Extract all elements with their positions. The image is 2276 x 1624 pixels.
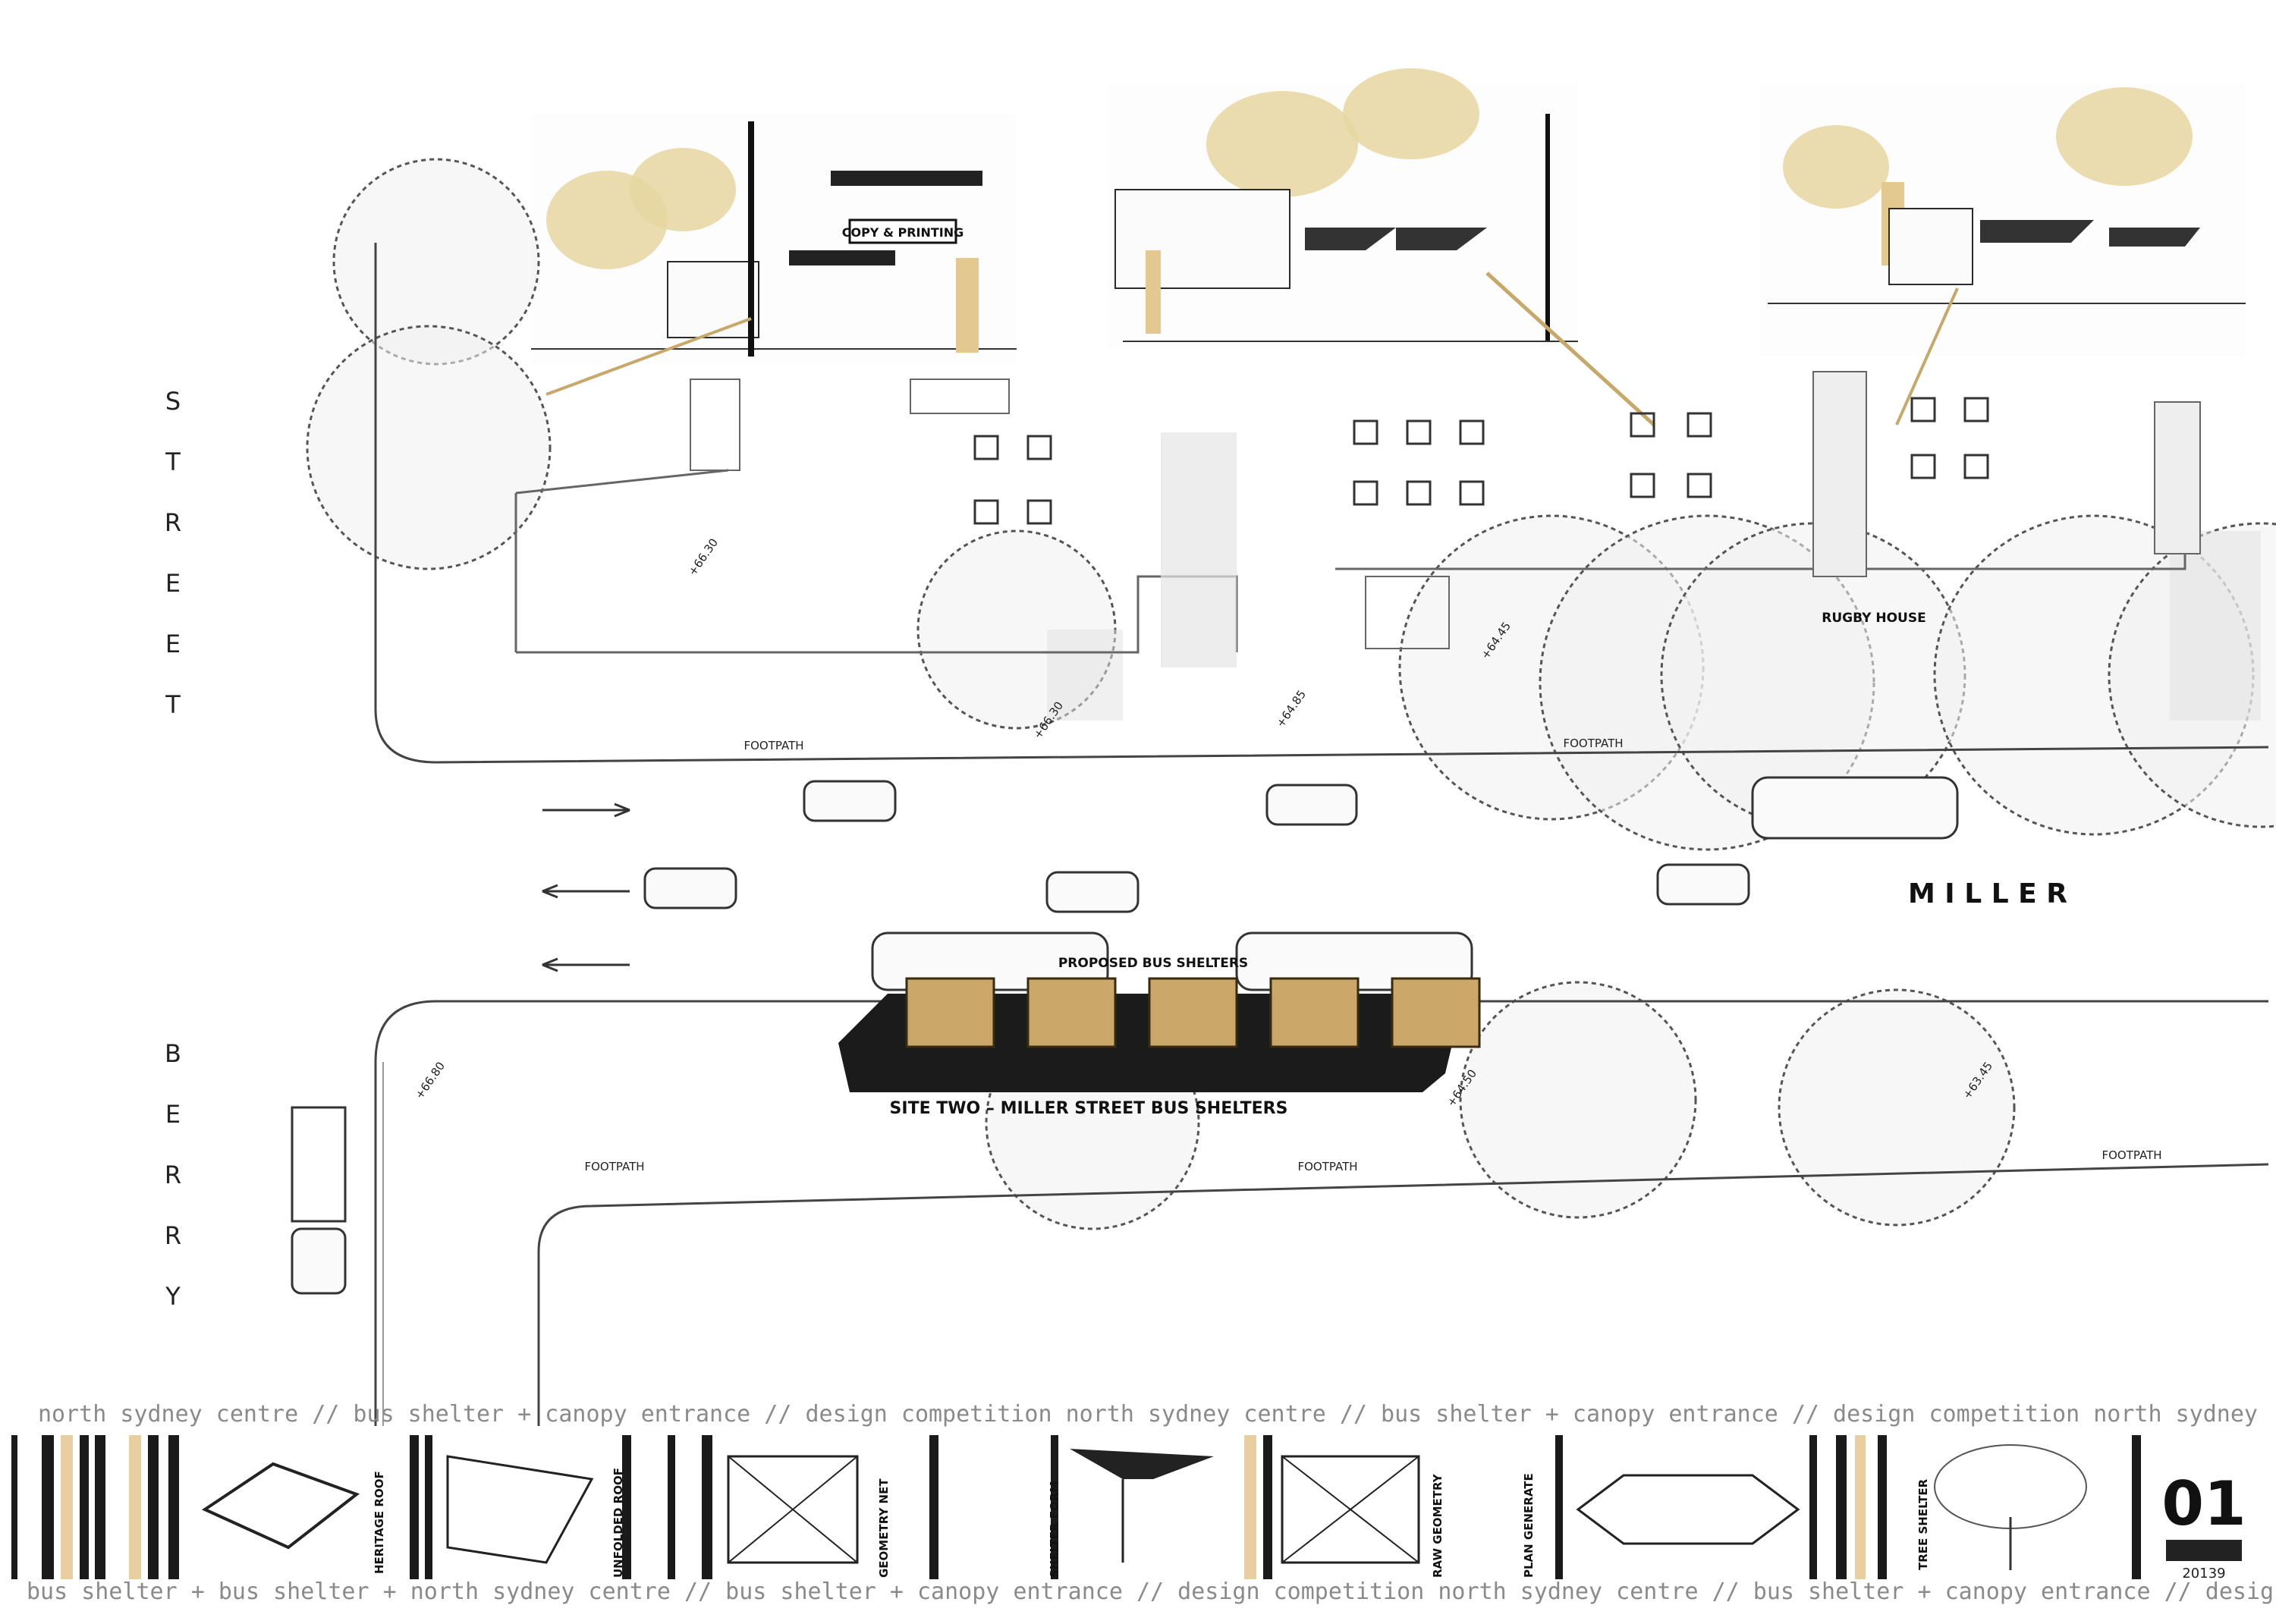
street-letter: T (165, 448, 181, 476)
road-edges (374, 243, 2269, 1426)
vehicles (291, 776, 1959, 1295)
sheet-number: 01 (2161, 1469, 2246, 1539)
street-letter: R (165, 1161, 181, 1189)
sheet-code: 20139 (2182, 1566, 2225, 1582)
shop-sign: COPY & PRINTING (842, 225, 964, 240)
street-name-miller: M I L L E R (1908, 878, 2067, 909)
sketch-miller-south (1760, 83, 2246, 426)
concept-label: UNFOLDED ROOF (611, 1468, 625, 1578)
banner-top-text: north sydney centre // bus shelter + can… (38, 1401, 2258, 1428)
spot-level: +66.80 (413, 1059, 448, 1101)
concept-label: GEOMETRY NET (877, 1478, 891, 1578)
tree (306, 325, 552, 570)
concept-label: PLAN GENERATE (1522, 1473, 1536, 1578)
outdoor-seating (973, 397, 1989, 525)
rugby-house-label: RUGBY HOUSE (1822, 611, 1925, 626)
traffic-arrows (542, 803, 630, 972)
tree (1778, 988, 2016, 1227)
footpath-label: FOOTPATH (1563, 737, 1623, 750)
proposed-shelters-label: PROPOSED BUS SHELTERS (1058, 956, 1248, 971)
sketch-miller-north (1108, 68, 1655, 426)
spot-level: +66.30 (686, 536, 721, 578)
footpath-label: FOOTPATH (743, 739, 803, 752)
street-name-berry: S T R E E T B E R R Y (165, 387, 181, 1311)
proposed-bus-shelters (838, 977, 1481, 1092)
footpath-label: FOOTPATH (584, 1160, 644, 1173)
site-two-title: SITE TWO – MILLER STREET BUS SHELTERS (890, 1099, 1288, 1118)
street-trees (306, 158, 2276, 1230)
building-outlines (514, 371, 2201, 668)
street-letter: E (165, 569, 181, 598)
concept-label: RAW GEOMETRY (1431, 1473, 1445, 1578)
spot-level: +64.85 (1274, 687, 1309, 730)
sketch-berry-street: COPY & PRINTING (531, 114, 1017, 396)
street-letter: R (165, 1221, 181, 1250)
street-letter: E (165, 1100, 181, 1129)
street-letter: T (165, 690, 181, 719)
banner-bottom-text: bus shelter + bus shelter + north sydney… (27, 1578, 2276, 1605)
street-letter: B (165, 1039, 181, 1068)
street-letter: R (165, 508, 181, 537)
concept-strip: HERITAGE ROOF UNFOLDED ROOF GEOMETRY NET… (11, 1435, 2246, 1582)
concept-label: TREE SHELTER (1916, 1478, 1930, 1570)
street-letter: Y (165, 1282, 181, 1311)
tree (1459, 981, 1697, 1219)
street-letter: S (165, 387, 181, 416)
concept-label: HERITAGE ROOF (373, 1471, 386, 1574)
shelter-canopy (905, 977, 1481, 1048)
concept-label: SHELTER FORM (1048, 1481, 1061, 1578)
street-letter: E (165, 630, 181, 658)
footpath-label: FOOTPATH (1297, 1160, 1357, 1173)
footpath-label: FOOTPATH (2102, 1148, 2161, 1162)
